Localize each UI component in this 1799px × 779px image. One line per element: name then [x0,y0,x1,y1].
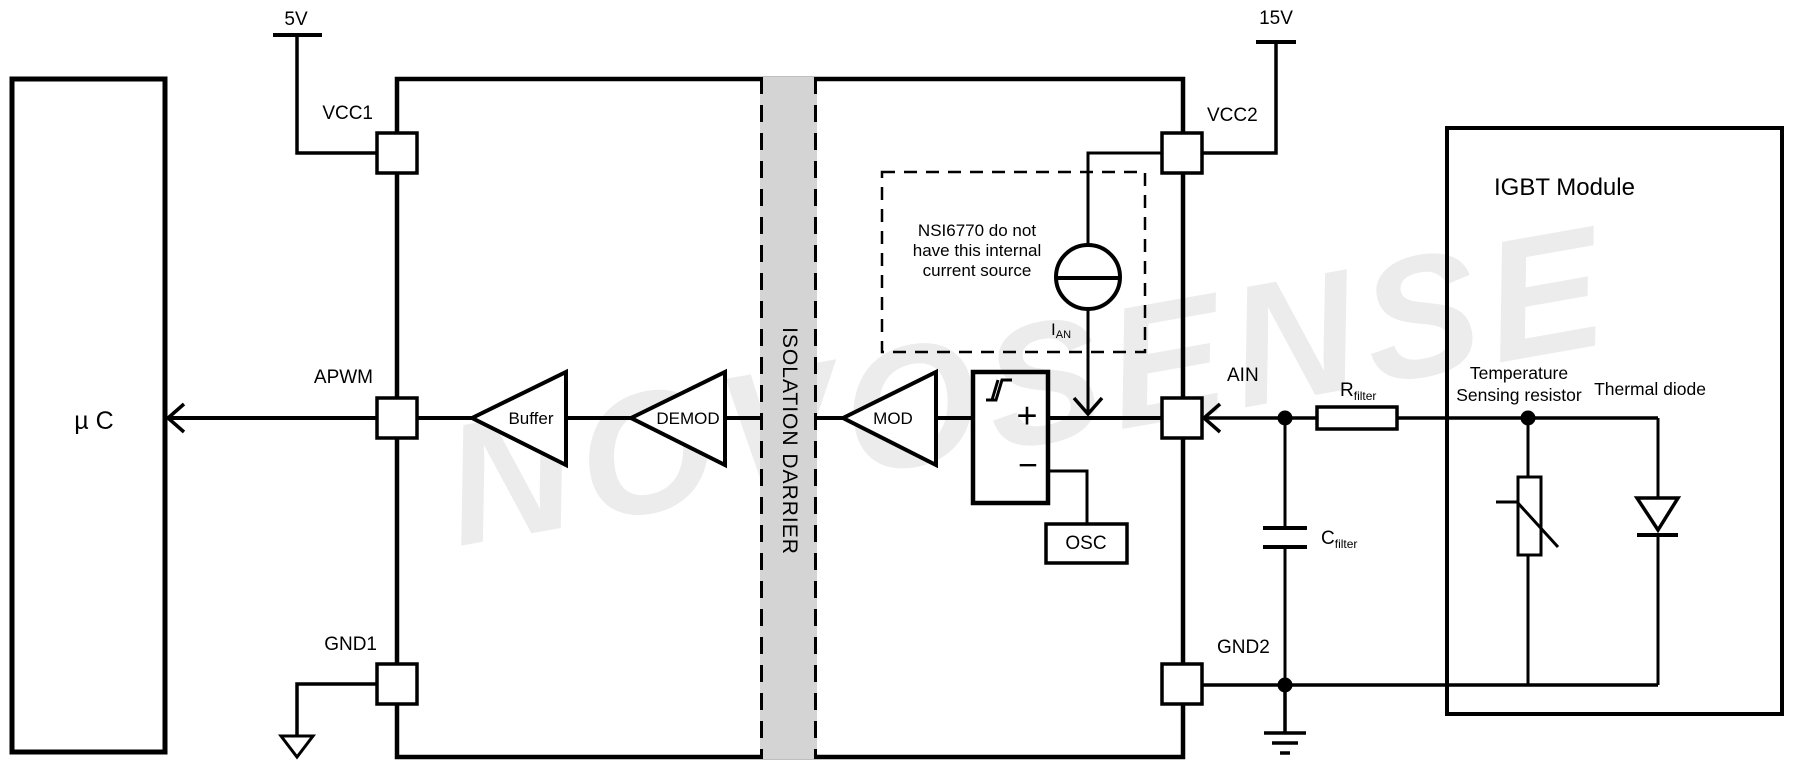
gnd1-pin-label: GND1 [324,634,377,655]
arrowhead-current-down [1072,396,1104,417]
wire-osc-to-comparator [1048,469,1089,524]
current-source-note: NSI6770 do not have this internal curren… [877,221,1077,281]
thermal-diode-symbol [1633,418,1682,685]
ain-pin-label: AIN [1227,365,1259,386]
ic-pins [375,131,1204,706]
hysteresis-icon [986,378,1012,402]
mod-label: MOD [873,409,913,428]
wire-5v-to-vcc1 [295,35,377,155]
arrowhead-into-mcu [165,402,186,434]
rfilter-label: Rfilter [1340,380,1376,403]
temperature-sensing-resistor-label: Temperature Sensing resistor [1456,362,1581,406]
note-line-2: have this internal [912,241,1042,260]
thermal-diode-label: Thermal diode [1594,379,1706,399]
vcc1-pin-label: VCC1 [322,103,373,124]
thermistor-symbol [1496,418,1560,685]
cfilter-capacitor [1263,418,1307,685]
comparator-plus-input: + [1016,394,1038,436]
note-dashed-box [880,170,1147,354]
wire-gnd1 [295,682,377,736]
demod-label: DEMOD [656,409,720,428]
supply-15v-label: 15V [1259,8,1293,29]
igbt-module-title: IGBT Module [1494,174,1635,201]
apwm-pin [375,396,419,440]
mcu-box [9,76,168,755]
vcc1-pin [375,131,419,175]
buffer-label: Buffer [508,409,554,428]
supply-5v-label: 5V [284,9,308,30]
ian-subscript: AN [1055,329,1072,341]
osc-label: OSC [1065,533,1107,554]
apwm-pin-label: APWM [313,367,373,388]
mod-triangle [838,368,938,469]
isolation-barrier-label: ISOLATION DARRIER [778,327,801,555]
wire-15v-to-vcc2 [1202,42,1278,155]
vcc2-pin-label: VCC2 [1207,105,1258,126]
wire-vcc2-to-current-source [1086,151,1162,245]
igbt-module-box [1445,126,1784,716]
cfilter-base: C [1321,528,1335,549]
gnd2-pin [1160,662,1204,706]
demod-triangle [626,368,727,469]
cfilter-label: Cfilter [1321,528,1357,551]
rfilter-subscript: filter [1353,389,1377,403]
earth-ground-symbol [1264,685,1306,755]
comparator-box [970,369,1051,506]
note-line-3: current source [922,261,1032,280]
rfilter-resistor [1315,405,1399,431]
ian-current-label: IAN [1051,320,1071,341]
isolation-barrier-band [760,77,817,759]
ain-pin [1160,396,1204,440]
sensor-label-line-2: Sensing resistor [1456,385,1582,405]
gnd1-ground-symbol [277,734,317,760]
note-line-1: NSI6770 do not [917,221,1037,240]
vcc2-pin [1160,131,1204,175]
node-dot-thermistor [1520,410,1536,426]
node-dot-gnd2 [1277,677,1293,693]
comparator-minus-input: − [1018,446,1038,485]
osc-box [1044,522,1129,565]
rfilter-base: R [1340,380,1354,401]
ian-base: I [1051,320,1056,339]
buffer-triangle [467,368,568,469]
cfilter-subscript: filter [1334,537,1358,551]
gnd2-pin-label: GND2 [1217,637,1270,658]
sensor-label-line-1: Temperature [1469,363,1569,383]
mcu-label: µ C [74,407,114,435]
gnd1-pin [375,662,419,706]
node-dot-ain-filter [1277,410,1293,426]
